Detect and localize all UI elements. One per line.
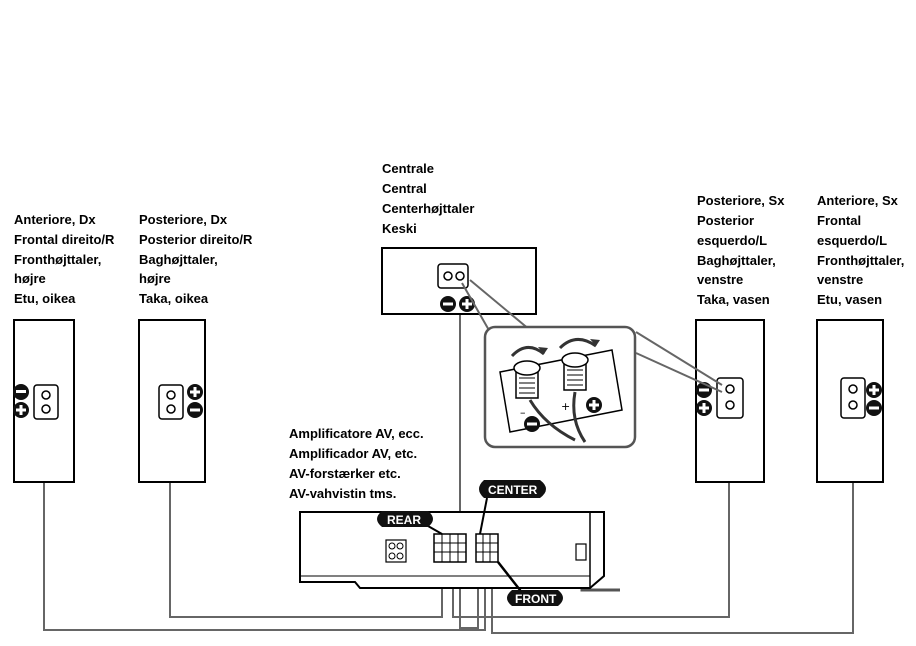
- rotate-arrow-icon: [558, 338, 597, 350]
- plus-terminal-icon: [866, 382, 882, 398]
- rotate-arrow-icon: [510, 346, 545, 358]
- terminal-detail-inset: – +: [461, 279, 723, 449]
- speaker-rear-left: [695, 319, 765, 483]
- speaker-wires: [43, 290, 854, 634]
- minus-terminal-icon: [187, 402, 203, 418]
- rear-terminal-block-icon: [433, 533, 467, 563]
- label-front-right: Anteriore, Dx Frontal direito/R Fronthøj…: [14, 212, 118, 306]
- svg-text:FRONT: FRONT: [515, 592, 557, 606]
- minus-terminal-icon: [440, 296, 456, 312]
- center-tag: CENTER: [479, 480, 546, 498]
- front-tag: FRONT: [507, 590, 563, 606]
- av-amplifier: [299, 511, 605, 589]
- rear-tag: REAR: [377, 511, 433, 527]
- speaker-front-right: [13, 319, 75, 483]
- plus-terminal-icon: [459, 296, 475, 312]
- svg-text:REAR: REAR: [387, 513, 421, 527]
- label-rear-left: Posteriore, Sx Posterior esquerdo/L Bagh…: [697, 193, 788, 307]
- speaker-front-left: [816, 319, 884, 483]
- svg-text:CENTER: CENTER: [488, 483, 538, 497]
- plus-terminal-icon: [13, 402, 29, 418]
- minus-terminal-icon: [866, 400, 882, 416]
- label-rear-right: Posteriore, Dx Posterior direito/R Baghø…: [139, 212, 256, 306]
- label-center: Centrale Central Centerhøjttaler Keski: [382, 161, 478, 236]
- front-center-terminal-block-icon: [475, 533, 499, 563]
- minus-marking: –: [520, 406, 526, 419]
- label-amplifier: Amplificatore AV, ecc. Amplificador AV, …: [289, 426, 427, 501]
- input-jacks-icon: [385, 539, 407, 563]
- plus-terminal-icon: [696, 400, 712, 416]
- minus-terminal-icon: [13, 384, 29, 400]
- label-front-left: Anteriore, Sx Frontal esquerdo/L Fronthø…: [817, 193, 908, 307]
- plus-terminal-icon: [187, 384, 203, 400]
- speaker-center: [381, 247, 537, 315]
- minus-terminal-icon: [524, 416, 540, 432]
- speaker-rear-right: [138, 319, 206, 483]
- binding-post-icon: [561, 352, 589, 391]
- plus-marking: +: [561, 400, 570, 413]
- plus-terminal-icon: [586, 397, 602, 413]
- power-inlet-icon: [575, 543, 587, 561]
- binding-post-icon: [513, 360, 541, 399]
